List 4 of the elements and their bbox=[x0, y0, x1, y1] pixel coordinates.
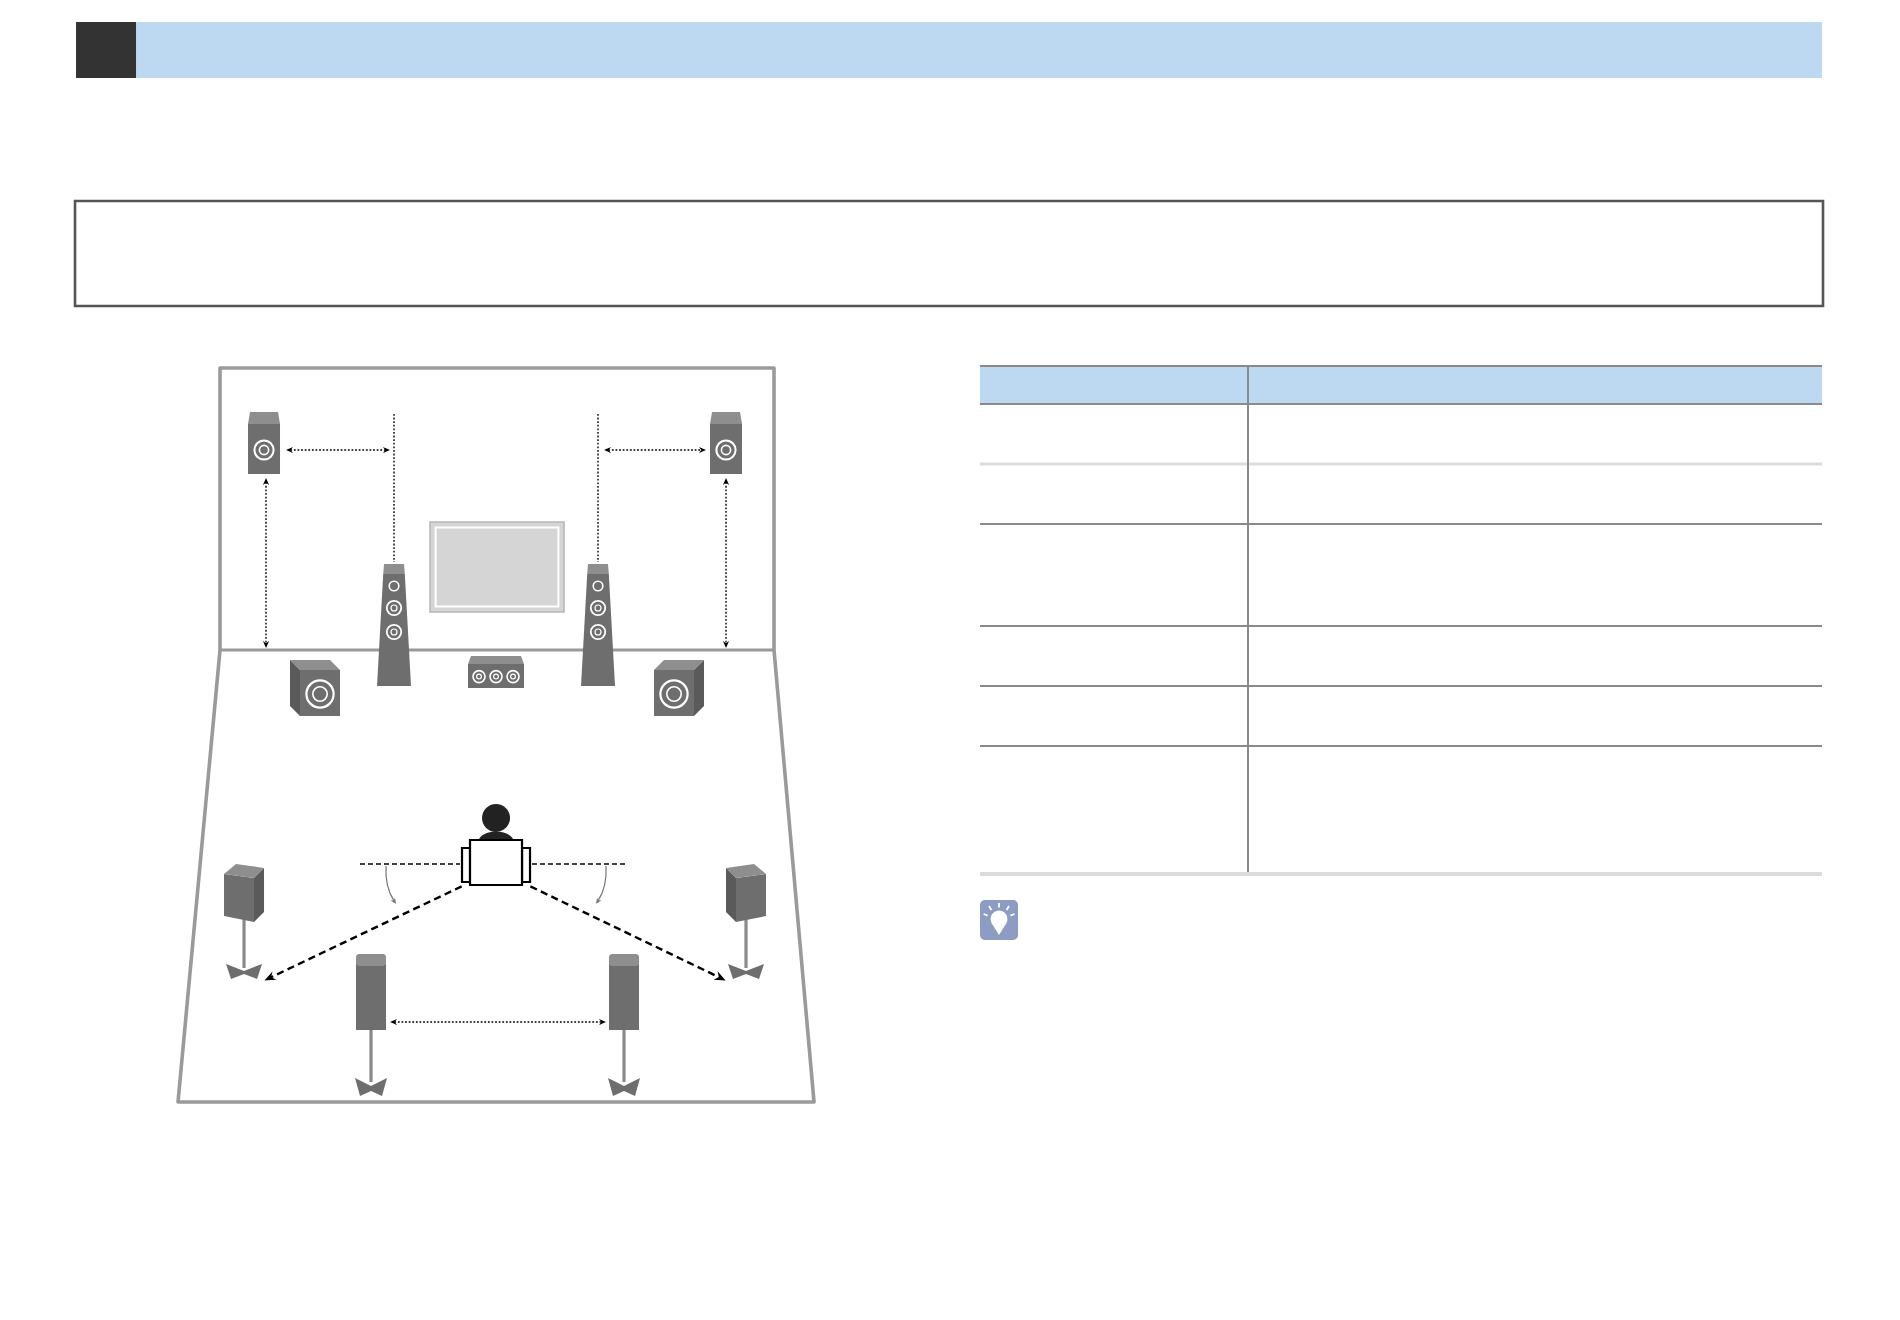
speaker-icon bbox=[224, 864, 264, 979]
listener-icon bbox=[460, 804, 532, 887]
note-box bbox=[73, 199, 1825, 308]
speaker-icon bbox=[726, 864, 766, 979]
